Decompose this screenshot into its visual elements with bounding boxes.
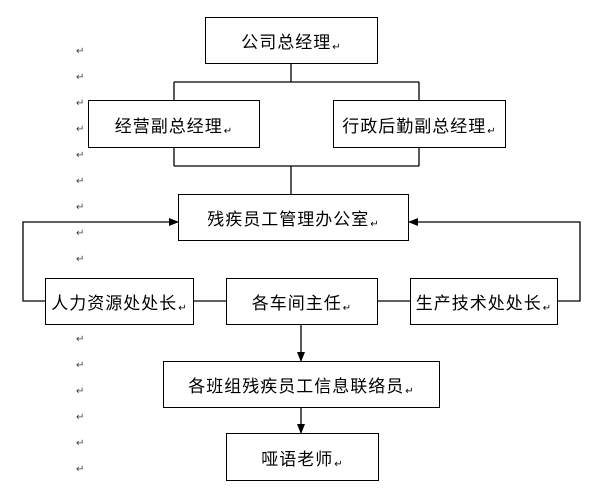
paragraph-mark: ↵ [76, 464, 85, 475]
node-team-liaisons: 各班组残疾员工信息联络员 [163, 361, 440, 408]
paragraph-mark: ↵ [76, 438, 85, 449]
node-label: 公司总经理 [241, 28, 341, 53]
arrow-hr-to-office [22, 218, 179, 302]
paragraph-mark: ↵ [76, 386, 85, 397]
node-sign-language-teacher: 哑语老师 [226, 433, 379, 481]
paragraph-mark: ↵ [76, 46, 85, 57]
node-label: 人力资源处处长 [51, 289, 187, 314]
paragraph-mark: ↵ [76, 176, 85, 187]
node-label: 经营副总经理 [115, 112, 233, 137]
paragraph-mark: ↵ [76, 228, 85, 239]
node-label: 残疾员工管理办公室 [207, 205, 379, 230]
paragraph-mark: ↵ [76, 360, 85, 371]
node-hr-director: 人力资源处处长 [45, 278, 194, 325]
node-disabled-staff-office: 残疾员工管理办公室 [178, 194, 409, 241]
paragraph-mark: ↵ [76, 150, 85, 161]
paragraph-mark: ↵ [76, 98, 85, 109]
node-deputy-admin: 行政后勤副总经理 [333, 100, 506, 148]
node-deputy-operations: 经营副总经理 [88, 100, 260, 148]
paragraph-mark: ↵ [76, 254, 85, 265]
node-workshop-directors: 各车间主任 [226, 278, 378, 325]
paragraph-mark: ↵ [76, 202, 85, 213]
node-label: 哑语老师 [261, 445, 343, 470]
node-label: 各班组残疾员工信息联络员 [188, 372, 414, 397]
node-tech-director: 生产技术处处长 [410, 278, 558, 325]
paragraph-mark: ↵ [76, 124, 85, 135]
node-label: 各车间主任 [252, 289, 352, 314]
node-general-manager: 公司总经理 [205, 17, 378, 64]
paragraph-mark: ↵ [76, 334, 85, 345]
paragraph-mark: ↵ [76, 72, 85, 83]
arrow-tech-to-office [408, 218, 581, 302]
paragraph-mark: ↵ [76, 412, 85, 423]
node-label: 行政后勤副总经理 [342, 112, 496, 137]
node-label: 生产技术处处长 [416, 289, 552, 314]
